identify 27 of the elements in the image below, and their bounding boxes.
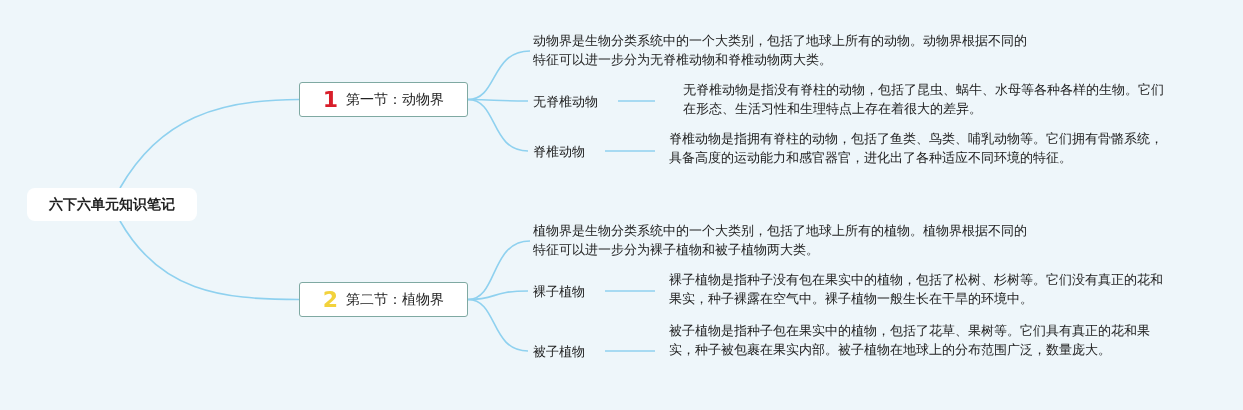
connector-line — [604, 290, 656, 292]
note-text: 动物界是生物分类系统中的一个大类别，包括了地球上所有的动物。动物界根据不同的特征可以进一步分为无脊椎动物和脊椎动物两大类。 — [530, 31, 1035, 71]
topic-label: 裸子植物 — [528, 281, 605, 301]
connector-line — [119, 220, 300, 301]
section-box — [299, 82, 468, 117]
section-title: 第二节：植物界 — [346, 290, 445, 309]
connector-line — [617, 100, 656, 102]
topic-label: 无脊椎动物 — [528, 91, 618, 111]
connector-line — [604, 150, 656, 152]
note-text: 被子植物是指种子包在果实中的植物，包括了花草、果树等。它们具有真正的花和果实，种子被包裹在果实内部。被子植物在地球上的分布范围广泛，数量庞大。 — [655, 321, 1165, 381]
note-text: 无脊椎动物是指没有脊柱的动物，包括了昆虫、蜗牛、水母等各种各样的生物。它们在形态、生活习性和生理特点上存在着很大的差异。 — [655, 80, 1175, 120]
central-topic-box: 六下六单元知识笔记 — [27, 188, 197, 221]
number-icon: 2 — [322, 290, 339, 309]
number-icon: 1 — [322, 90, 339, 109]
connector-line — [467, 298, 529, 352]
topic-label: 脊椎动物 — [528, 141, 605, 161]
connector-line — [467, 98, 529, 152]
note-text: 植物界是生物分类系统中的一个大类别，包括了地球上所有的植物。植物界根据不同的特征可以进一步分为裸子植物和被子植物两大类。 — [530, 221, 1035, 261]
topic-label: 被子植物 — [528, 341, 605, 361]
connector-line — [604, 350, 656, 352]
connector-line — [119, 98, 300, 189]
connector-line — [467, 240, 531, 301]
section-box — [299, 282, 468, 317]
note-text: 脊椎动物是指拥有脊柱的动物，包括了鱼类、鸟类、哺乳动物等。它们拥有骨骼系统，具备高度的运动能力和感官器官，进化出了各种适应不同环境的特征。 — [655, 129, 1175, 171]
section-title: 第一节：动物界 — [346, 90, 445, 109]
note-text: 裸子植物是指种子没有包在果实中的植物，包括了松树、杉树等。它们没有真正的花和果实，种子裸露在空气中。裸子植物一般生长在干旱的环境中。 — [655, 270, 1165, 312]
connector-line — [467, 50, 531, 101]
